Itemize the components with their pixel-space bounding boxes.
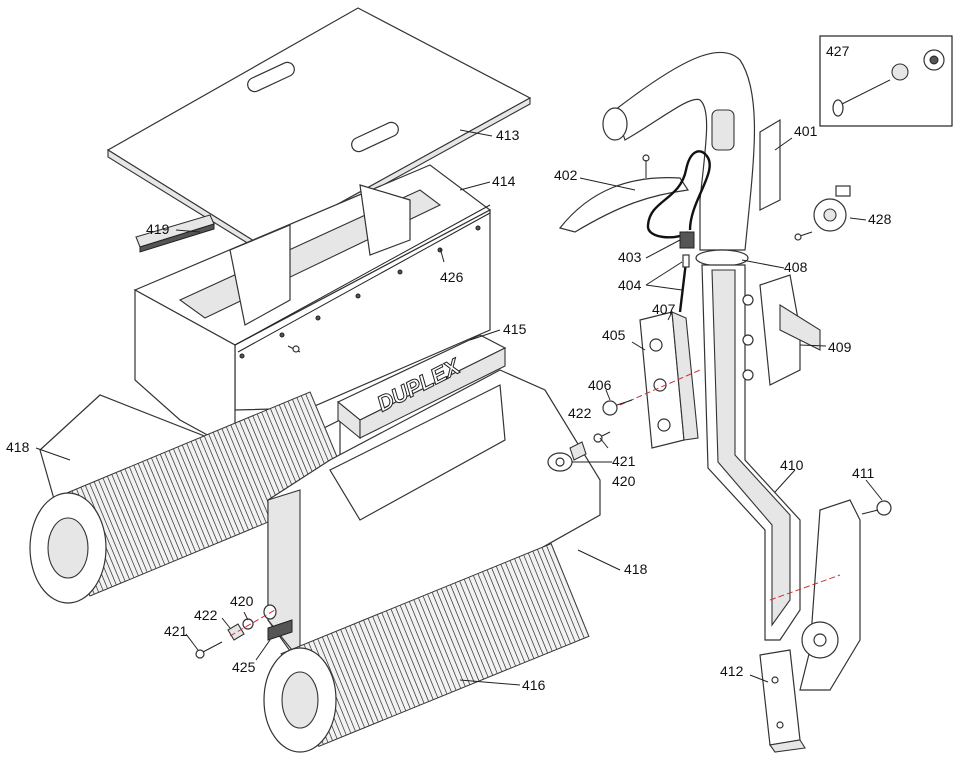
front-brush-housing-418 — [267, 369, 601, 666]
callout-427: 427 — [826, 43, 850, 59]
callout-428: 428 — [868, 211, 892, 227]
callout-409: 409 — [828, 339, 852, 355]
handle-401 — [602, 51, 781, 251]
callout-422-right: 422 — [568, 405, 592, 421]
wheel-bracket — [769, 499, 892, 691]
callout-411: 411 — [852, 465, 875, 481]
callout-425: 425 — [232, 659, 256, 675]
callout-413: 413 — [496, 127, 520, 143]
callout-421-left: 421 — [164, 623, 188, 639]
callout-405: 405 — [602, 327, 626, 343]
callout-414: 414 — [492, 173, 516, 189]
callout-407: 407 — [652, 301, 676, 317]
detail-427-box — [819, 35, 953, 127]
callout-403: 403 — [618, 249, 642, 265]
callout-412: 412 — [720, 663, 744, 679]
foot-plate-412 — [759, 649, 806, 753]
callout-418-right: 418 — [624, 561, 648, 577]
callout-420-right: 420 — [612, 473, 636, 489]
nameplate-415: DUPLEX — [336, 334, 507, 440]
front-brush-416 — [263, 543, 590, 753]
lever-402 — [558, 154, 690, 233]
callout-406: 406 — [588, 377, 612, 393]
callout-402: 402 — [554, 167, 578, 183]
cable-403-404 — [646, 150, 711, 313]
callout-408: 408 — [784, 259, 808, 275]
callout-420-left: 420 — [230, 593, 254, 609]
hopper-414 — [133, 164, 492, 452]
callout-419: 419 — [146, 221, 170, 237]
callout-422-left: 422 — [194, 607, 218, 623]
plate-405 — [619, 311, 701, 449]
callout-421-right: 421 — [612, 453, 636, 469]
callout-426: 426 — [440, 269, 464, 285]
screw-406 — [602, 399, 633, 416]
bracket-409 — [759, 274, 821, 386]
callout-418-left: 418 — [6, 439, 30, 455]
shaft-410 — [701, 264, 801, 641]
knob-428 — [794, 185, 851, 241]
ring-408 — [695, 249, 749, 267]
callout-415: 415 — [503, 321, 527, 337]
rear-brush-assembly — [29, 391, 351, 604]
strip-419 — [135, 214, 215, 253]
callout-401: 401 — [794, 123, 818, 139]
callout-416: 416 — [522, 677, 546, 693]
callout-410: 410 — [780, 457, 804, 473]
callout-404: 404 — [618, 277, 642, 293]
leader-lines — [35, 129, 883, 686]
callout-labels: 413 414 419 426 415 418 422 421 420 418 … — [6, 43, 892, 693]
